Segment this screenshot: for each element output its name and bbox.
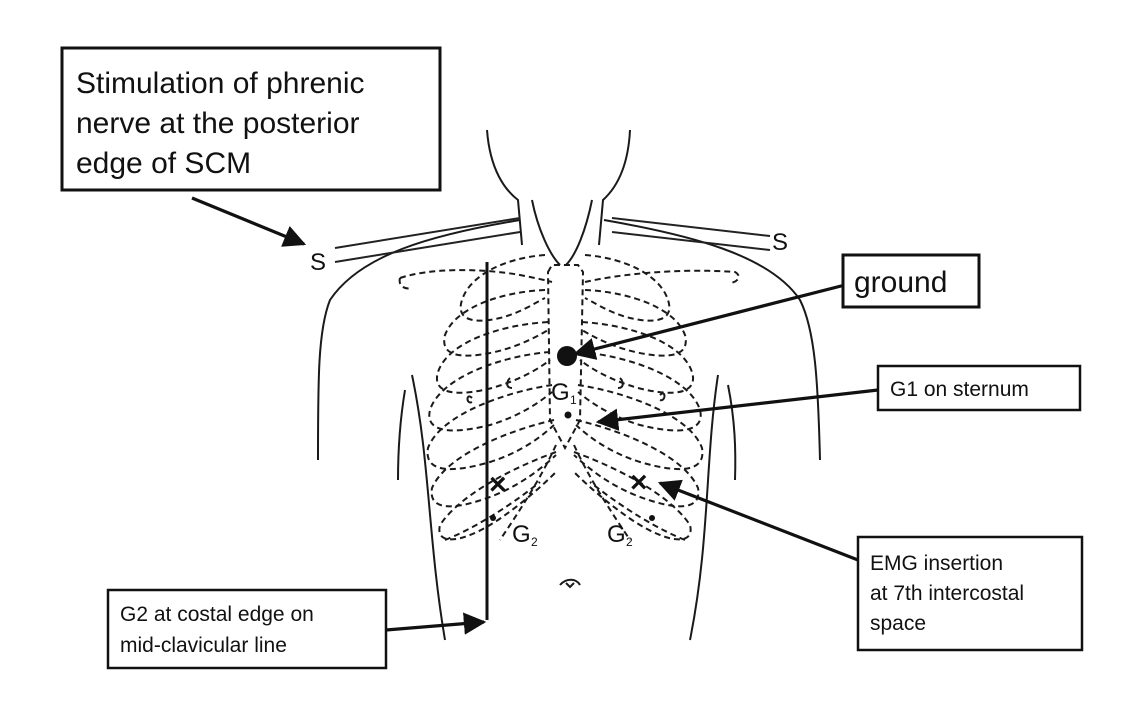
g2-text-line2: mid-clavicular line bbox=[120, 634, 287, 657]
marker-g2-left-sub: 2 bbox=[531, 535, 538, 549]
arrow-stimulation bbox=[192, 198, 304, 244]
marker-g1: G bbox=[551, 379, 570, 406]
ground-text: ground bbox=[854, 266, 947, 299]
emg-text-line3: space bbox=[870, 612, 926, 635]
g2-left-dot bbox=[490, 515, 496, 521]
marker-x-left: × bbox=[489, 468, 507, 501]
stimulation-text-line1: Stimulation of phrenic bbox=[76, 67, 365, 100]
arrow-g2 bbox=[386, 622, 484, 630]
arrow-emg bbox=[660, 483, 858, 560]
stimulation-text-line2: nerve at the posterior bbox=[76, 107, 360, 140]
g1-electrode-dot bbox=[565, 412, 572, 419]
arrow-g1 bbox=[598, 390, 878, 422]
marker-x-right: × bbox=[630, 466, 648, 499]
clavicles bbox=[400, 270, 739, 288]
callout-emg: EMG insertion at 7th intercostal space bbox=[858, 537, 1082, 650]
callout-ground: ground bbox=[843, 255, 979, 307]
callout-stimulation: Stimulation of phrenic nerve at the post… bbox=[62, 48, 440, 190]
emg-text-line2: at 7th intercostal bbox=[870, 582, 1024, 605]
emg-text-line1: EMG insertion bbox=[870, 552, 1003, 575]
marker-s-right: S bbox=[772, 229, 788, 256]
g2-right-dot bbox=[649, 515, 655, 521]
g1-text: G1 on sternum bbox=[890, 378, 1029, 401]
marker-s-left: S bbox=[310, 249, 326, 276]
g2-text-line1: G2 at costal edge on bbox=[120, 603, 314, 626]
arrow-ground bbox=[575, 285, 845, 354]
stimulation-text-line3: edge of SCM bbox=[76, 147, 251, 180]
marker-g2-right: G bbox=[607, 521, 626, 548]
marker-g2-right-sub: 2 bbox=[626, 535, 633, 549]
marker-g2-left: G bbox=[512, 521, 531, 548]
callout-g1: G1 on sternum bbox=[878, 366, 1080, 410]
callout-g2: G2 at costal edge on mid-clavicular line bbox=[108, 590, 386, 668]
ground-electrode bbox=[557, 346, 577, 366]
marker-g1-sub: 1 bbox=[570, 393, 577, 407]
